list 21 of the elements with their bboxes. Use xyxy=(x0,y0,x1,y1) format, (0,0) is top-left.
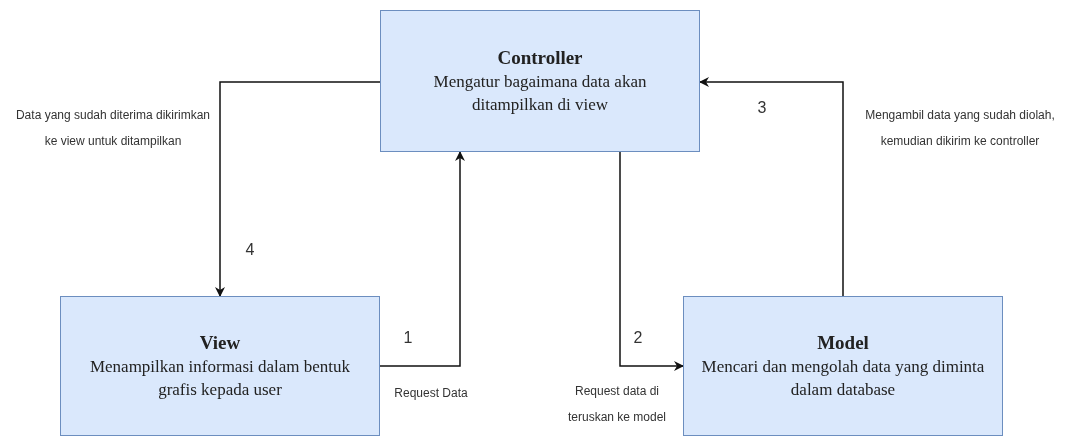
step-description: Data yang sudah diterima dikirimkan ke view untuk ditampilkan xyxy=(14,107,212,150)
box-title: Model xyxy=(817,331,869,355)
step-number: 3 xyxy=(756,98,768,118)
process-box xyxy=(683,296,1003,436)
arrow xyxy=(379,151,465,367)
box-title: Controller xyxy=(497,46,583,70)
box-description: Mencari dan mengolah data yang diminta dalam database xyxy=(700,356,986,401)
box-description: Menampilkan informasi dalam bentuk grafis kepada user xyxy=(88,356,352,401)
arrow xyxy=(699,77,844,297)
step-number: 4 xyxy=(244,240,256,260)
box-title: View xyxy=(199,331,241,355)
step-description: Request data di teruskan ke model xyxy=(566,383,668,426)
step-description: Mengambil data yang sudah diolah, kemudian dikirim ke controller xyxy=(864,107,1056,150)
process-box xyxy=(60,296,380,436)
arrow xyxy=(619,151,684,371)
box-description: Mengatur bagaimana data akan ditampilkan di view xyxy=(432,71,648,116)
process-box xyxy=(380,10,700,152)
step-number: 1 xyxy=(402,328,414,348)
step-number: 2 xyxy=(632,328,644,348)
step-description: Request Data xyxy=(393,385,469,402)
arrow xyxy=(215,81,381,297)
